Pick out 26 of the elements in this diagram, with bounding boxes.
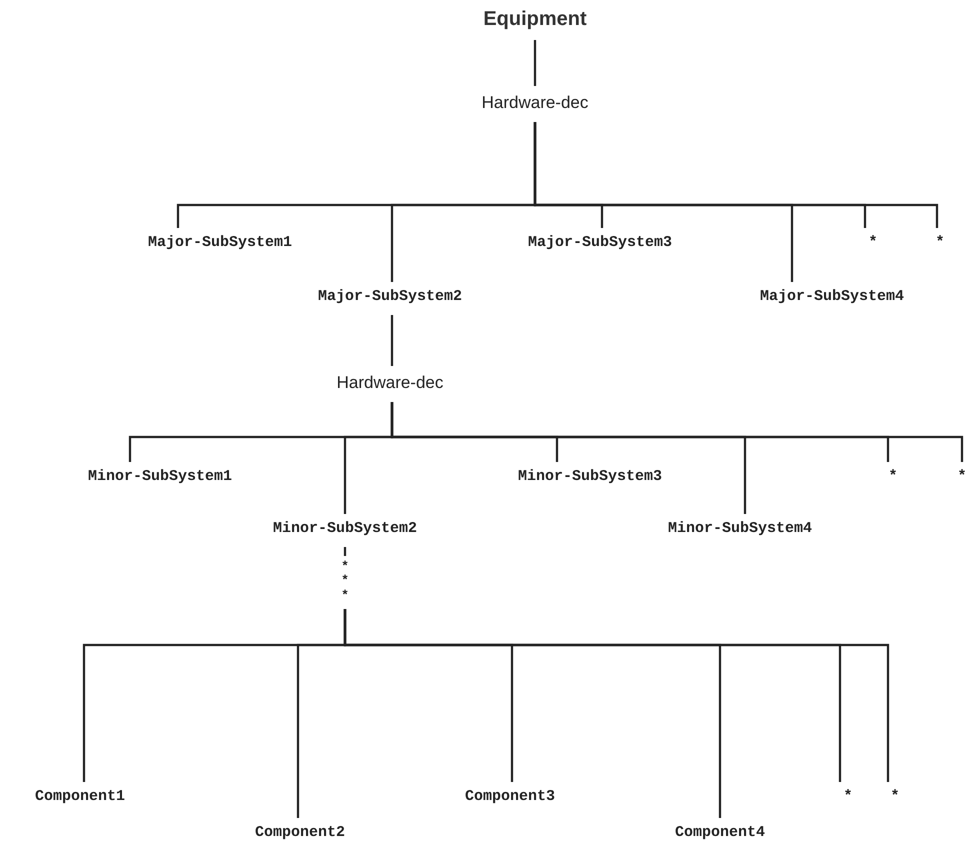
- tree-connector: [390, 315, 394, 366]
- tree-node-label: *: [888, 467, 898, 487]
- tree-node-label: Major-SubSystem3: [528, 233, 672, 253]
- tree-node-label: *: [890, 787, 900, 807]
- tree-node-label: Component3: [465, 787, 555, 807]
- tree-node-label: *: [844, 787, 852, 807]
- tree-node-label: Major-SubSystem4: [760, 287, 904, 307]
- tree-connector: [534, 40, 536, 86]
- decomposition-label: Hardware-dec: [336, 372, 444, 394]
- tree-root-label: Equipment: [483, 7, 587, 32]
- ellipsis-dots: * * *: [341, 560, 349, 603]
- tree-node-label: Component1: [35, 787, 125, 807]
- tree-node-label: Component4: [675, 823, 765, 843]
- tree-node-label: Component2: [255, 823, 345, 843]
- tree-node-label: Major-SubSystem2: [318, 287, 462, 307]
- tree-node-label: Minor-SubSystem3: [518, 467, 662, 487]
- tree-node-label: Minor-SubSystem4: [668, 519, 812, 539]
- tree-node-label: Minor-SubSystem1: [88, 467, 232, 487]
- tree-node-label: *: [936, 233, 944, 253]
- tree-node-label: *: [958, 467, 966, 487]
- tree-connector: [534, 122, 938, 228]
- decomposition-label: Hardware-dec: [482, 92, 588, 114]
- tree-node-label: Minor-SubSystem2: [272, 519, 418, 539]
- tree-node-label: *: [868, 233, 878, 253]
- tree-node-label: Major-SubSystem1: [148, 233, 292, 253]
- tree-connector: [344, 547, 346, 556]
